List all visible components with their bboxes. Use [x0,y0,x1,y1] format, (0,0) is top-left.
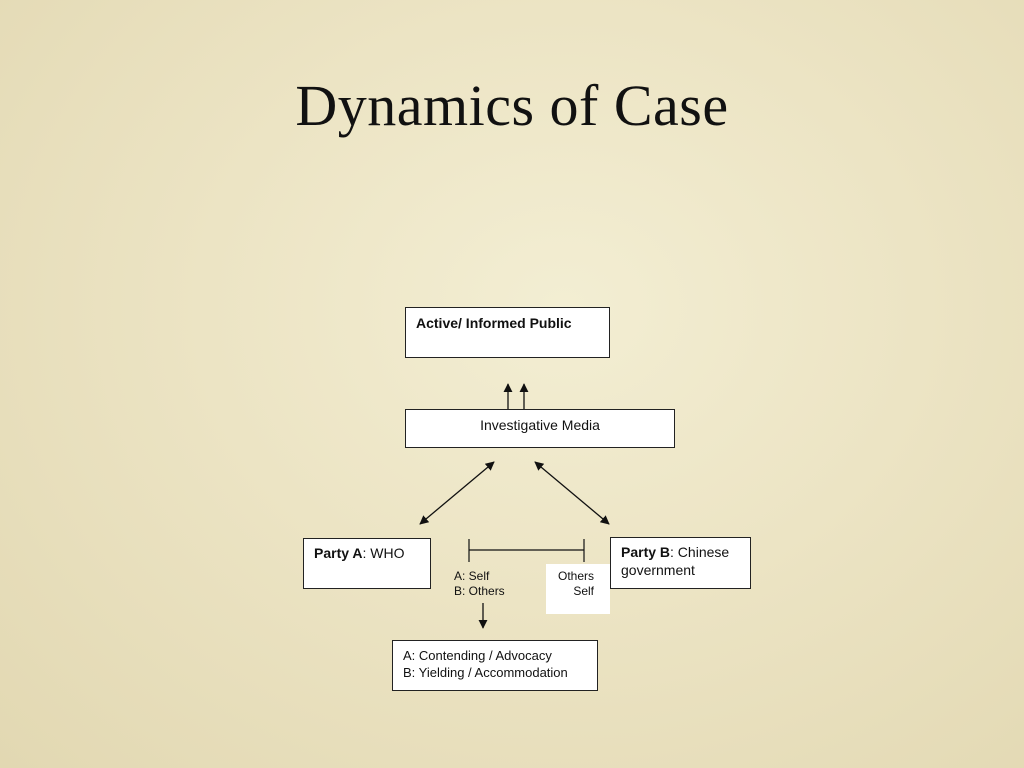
party-a-value: : WHO [362,545,405,561]
outcome-line1: A: Contending / Advocacy [403,648,552,663]
scale-left-line2: B: Others [454,584,505,598]
party-b-box: Party B: Chinese government [610,537,751,589]
party-a-name: Party A [314,545,363,561]
party-a-box: Party A: WHO [303,538,431,589]
scale-right-labels: Others Self [546,569,594,599]
arrow-media-party-b [534,461,610,525]
scale-right-background [546,564,610,614]
active-informed-public-box: Active/ Informed Public [405,307,610,358]
party-b-name: Party B [621,544,671,560]
investigative-media-box: Investigative Media [405,409,675,448]
scale-left-labels: A: Self B: Others [454,569,505,599]
arrow-media-party-a [419,461,495,525]
media-label: Investigative Media [480,417,600,433]
scale-left-line1: A: Self [454,569,490,583]
public-label: Active/ Informed Public [416,315,572,331]
scale-right-line2: Self [573,584,594,598]
party-b-value: : Chinese government [621,544,730,578]
scale-right-line1: Others [557,569,594,583]
outcome-line2: B: Yielding / Accommodation [403,665,568,680]
slide-title: Dynamics of Case [295,73,729,138]
outcome-box: A: Contending / Advocacy B: Yielding / A… [392,640,598,691]
